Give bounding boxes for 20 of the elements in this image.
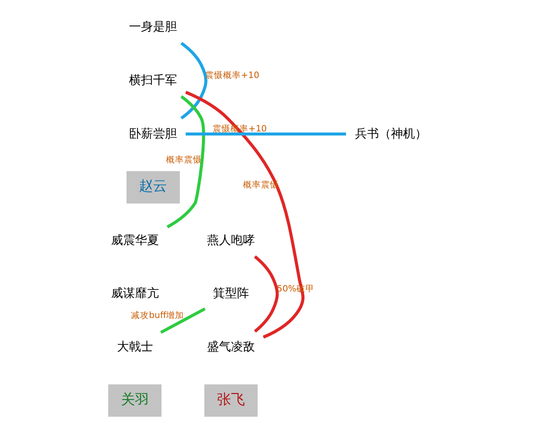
node-text: 卧薪尝胆 <box>129 126 178 140</box>
node-text: 威谋靡亢 <box>110 286 159 300</box>
connector <box>185 90 304 339</box>
node-text: 一身是胆 <box>129 20 178 34</box>
connector <box>160 307 206 334</box>
node-box: 赵云 <box>126 171 180 204</box>
connector <box>254 255 279 333</box>
node-text: 横扫千军 <box>129 72 178 87</box>
edge-label: 减攻buff增加 <box>131 311 184 321</box>
node-box: 关羽 <box>108 384 162 417</box>
node-text: 盛气凌敌 <box>206 340 255 354</box>
node-box: 张飞 <box>204 384 258 417</box>
connector <box>186 132 346 136</box>
node-text: 威震华夏 <box>110 232 159 247</box>
connector <box>166 95 206 228</box>
node-text: 箕型阵 <box>212 286 249 300</box>
connector <box>180 42 208 120</box>
node-text: 兵书（神机） <box>354 126 427 140</box>
node-text: 大戟士 <box>116 340 153 354</box>
node-text: 燕人咆哮 <box>206 232 255 247</box>
